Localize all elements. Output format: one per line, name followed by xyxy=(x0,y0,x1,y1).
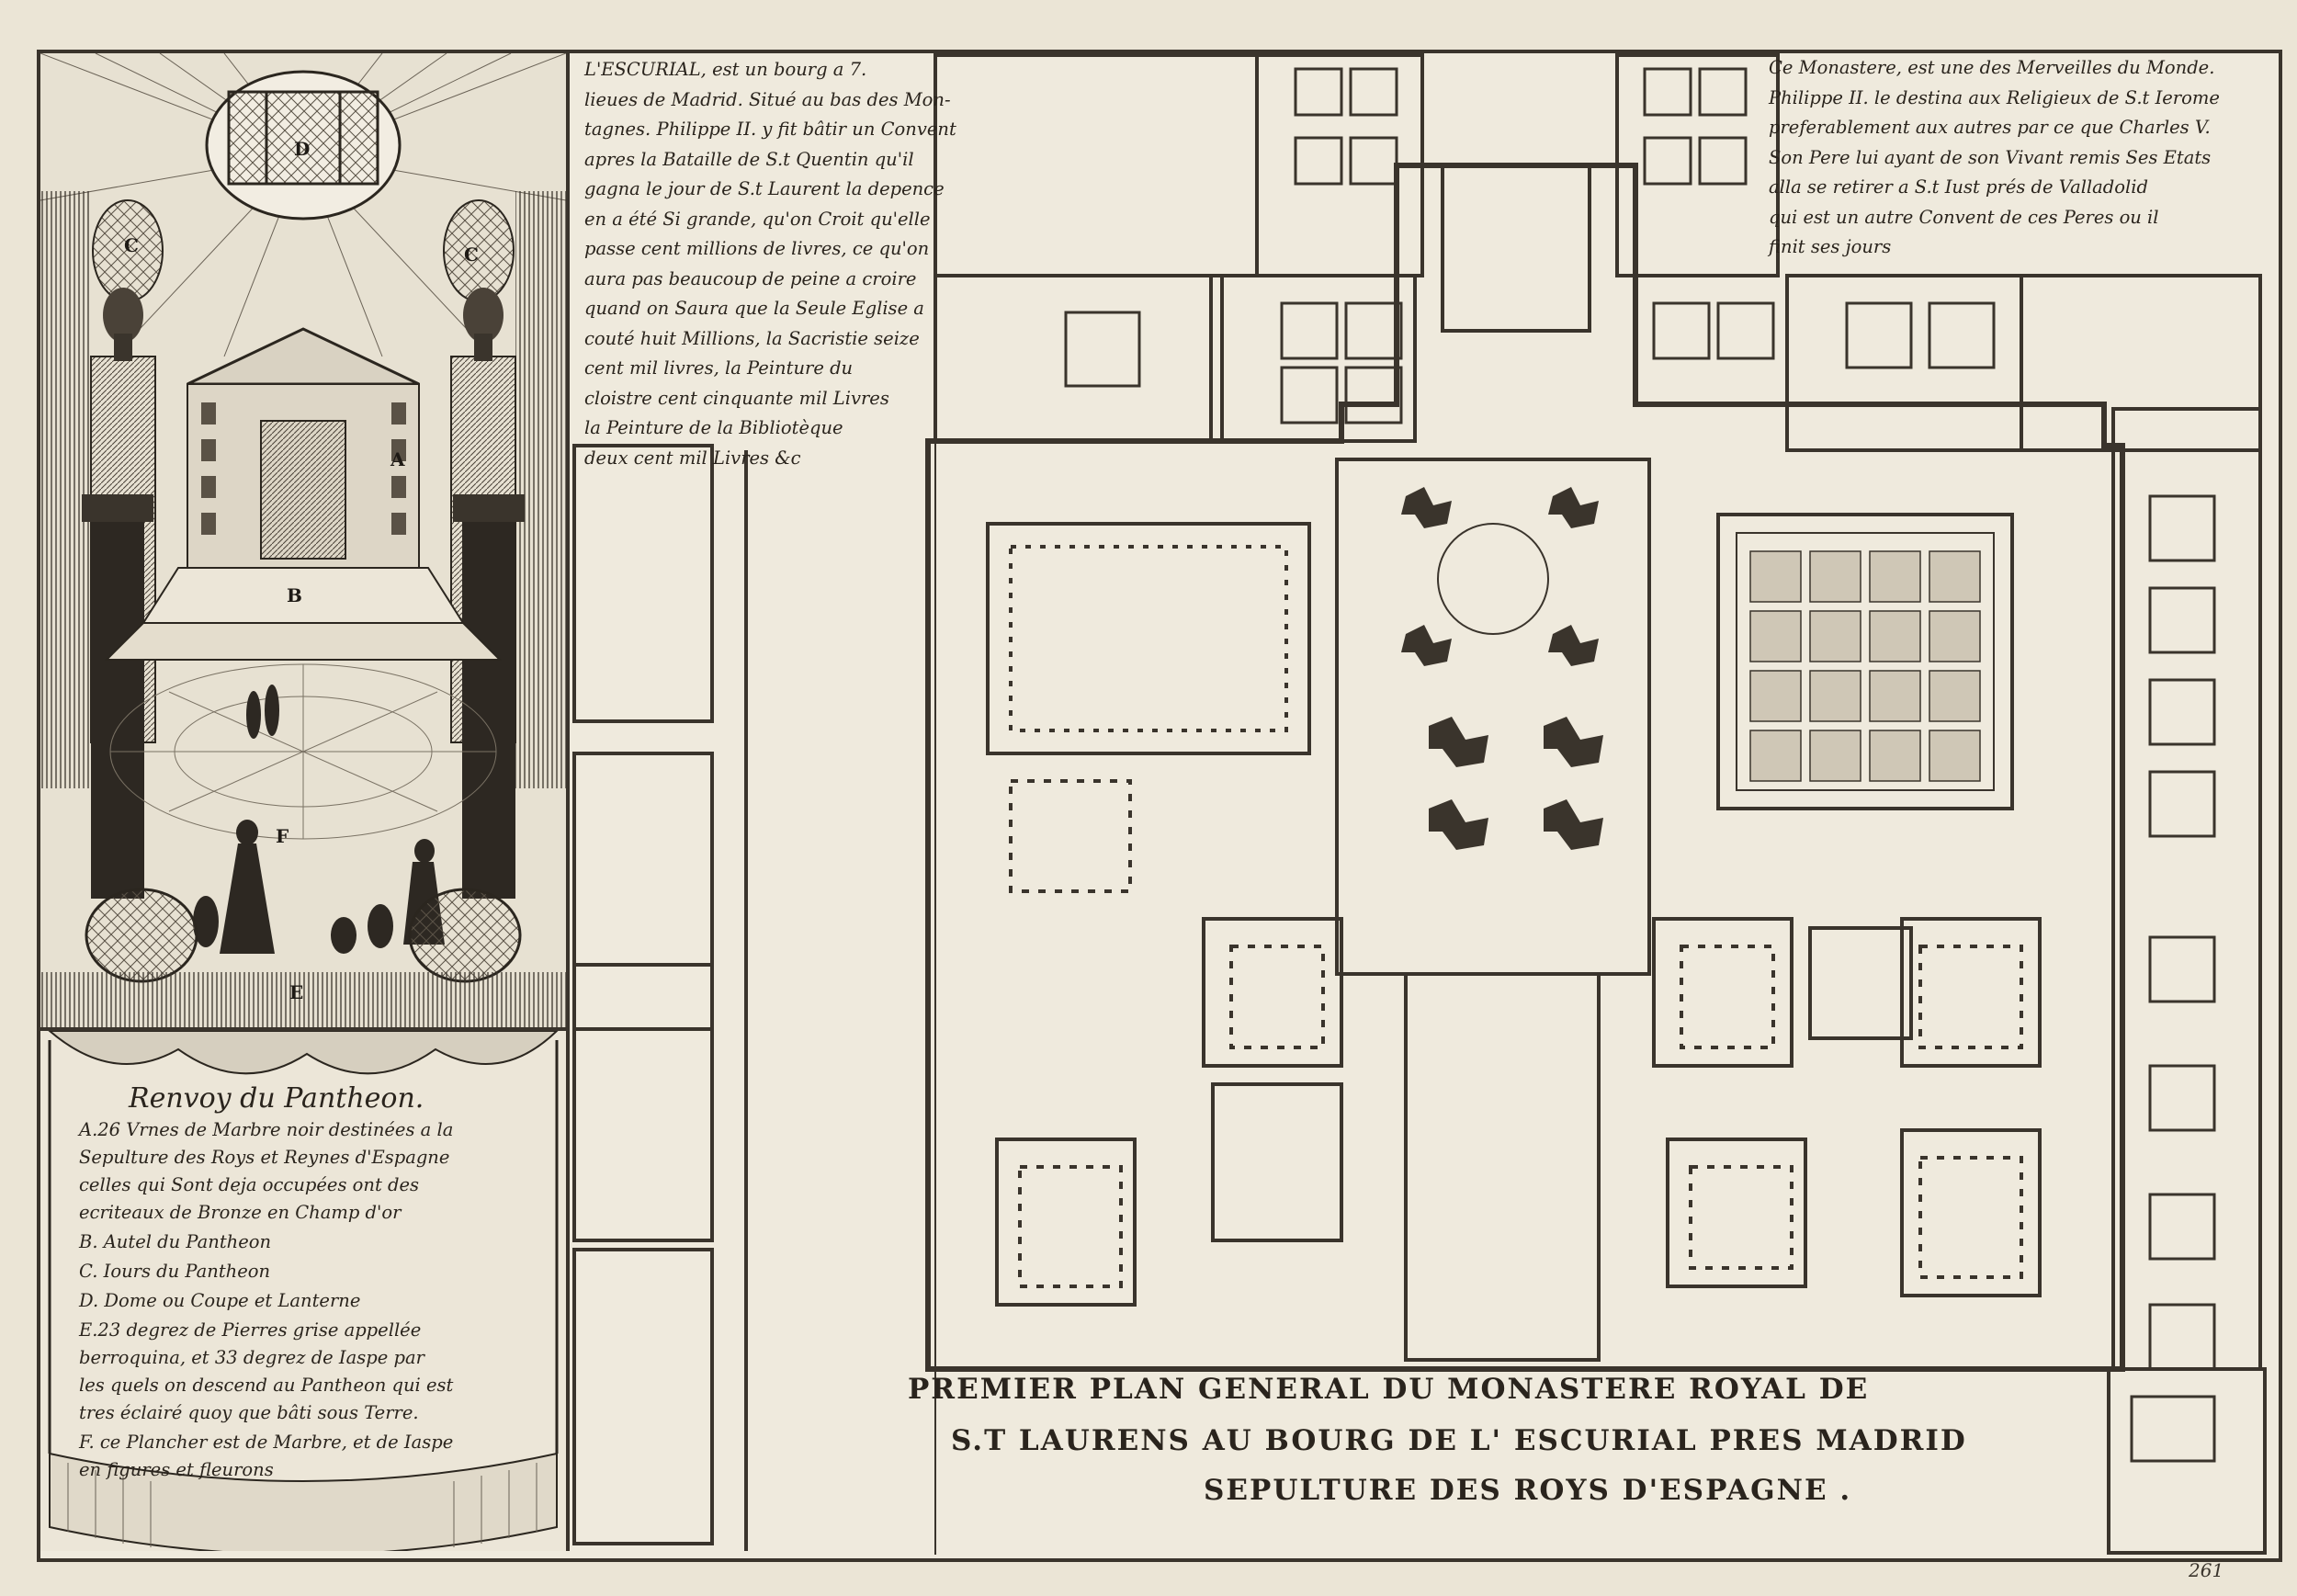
note-line: cloistre cent cinquante mil Livres xyxy=(584,387,889,409)
note-line: Ce Monastere, est une des Merveilles du … xyxy=(1769,57,2215,78)
note-line: tagnes. Philippe II. y fit bâtir un Conv… xyxy=(584,119,956,140)
note-line: L'ESCURIAL, est un bourg a 7. xyxy=(584,59,867,80)
legend-line: en figures et fleurons xyxy=(79,1459,274,1480)
title-line-3: SEPULTURE DES ROYS D'ESPAGNE . xyxy=(1204,1474,1852,1507)
note-line: preferablement aux autres par ce que Cha… xyxy=(1769,117,2211,138)
note-line: Philippe II. le destina aux Religieux de… xyxy=(1769,86,2220,108)
page-number: 261 xyxy=(2189,1559,2224,1581)
legend-line: D. Dome ou Coupe et Lanterne xyxy=(79,1290,361,1311)
pantheon-illustration xyxy=(40,53,566,1027)
note-monastere: Ce Monastere, est une des Merveilles du … xyxy=(1769,53,2220,263)
note-line: passe cent millions de livres, ce qu'on xyxy=(584,238,930,259)
engraving-letter-f: F xyxy=(276,825,289,847)
legend-line: F. ce Plancher est de Marbre, et de Iasp… xyxy=(79,1432,454,1453)
note-line: gagna le jour de S.t Laurent la depence xyxy=(584,178,945,199)
engraving-letter-c-left: C xyxy=(124,234,139,256)
legend-line: tres éclairé quoy que bâti sous Terre. xyxy=(79,1402,419,1423)
legend-line: Sepulture des Roys et Reynes d'Espagne xyxy=(79,1147,450,1168)
note-line: alla se retirer a S.t Iust prés de Valla… xyxy=(1769,176,2148,198)
legend-line: E.23 degrez de Pierres grise appellée xyxy=(79,1319,422,1341)
engraving-letter-e: E xyxy=(289,981,304,1003)
note-line: apres la Bataille de S.t Quentin qu'il xyxy=(584,148,914,170)
note-line: cent mil livres, la Peinture du xyxy=(584,357,854,379)
note-line: en a été Si grande, qu'on Croit qu'elle xyxy=(584,208,931,230)
note-line: la Peinture de la Bibliotèque xyxy=(584,417,843,438)
legend-line: ecriteaux de Bronze en Champ d'or xyxy=(79,1202,402,1223)
note-line: Son Pere lui ayant de son Vivant remis S… xyxy=(1769,146,2212,168)
title-line-1: PREMIER PLAN GENERAL DU MONASTERE ROYAL … xyxy=(908,1373,1870,1406)
note-line: quand on Saura que la Seule Eglise a xyxy=(584,298,924,319)
legend-line: berroquina, et 33 degrez de Iaspe par xyxy=(79,1347,424,1368)
legend-panel xyxy=(40,1031,570,1551)
legend-line: les quels on descend au Pantheon qui est xyxy=(79,1375,454,1396)
note-escurial: L'ESCURIAL, est un bourg a 7. lieues de … xyxy=(584,55,956,473)
pantheon-engraving xyxy=(40,53,570,1031)
legend-line: A.26 Vrnes de Marbre noir destinées a la xyxy=(79,1119,454,1140)
title-line-2: S.T LAURENS AU BOURG DE L' ESCURIAL PRES… xyxy=(951,1424,1967,1457)
legend-line: B. Autel du Pantheon xyxy=(79,1231,272,1252)
drapery-illustration xyxy=(40,1031,566,1551)
note-line: aura pas beaucoup de peine a croire xyxy=(584,267,917,289)
engraving-letter-b: B xyxy=(287,584,302,606)
legend-line: C. Iours du Pantheon xyxy=(79,1261,271,1282)
note-line: couté huit Millions, la Sacristie seize xyxy=(584,327,920,349)
note-line: qui est un autre Convent de ces Peres ou… xyxy=(1769,206,2159,228)
engraving-letter-c-right: C xyxy=(464,243,479,266)
engraving-letter-d: D xyxy=(294,138,311,160)
engraving-letter-a: A xyxy=(390,448,405,470)
note-line: lieues de Madrid. Situé au bas des Mon- xyxy=(584,88,951,110)
note-line: finit ses jours xyxy=(1769,236,1892,257)
legend-line: celles qui Sont deja occupées ont des xyxy=(79,1174,420,1195)
note-line: deux cent mil Livres &c xyxy=(584,447,801,469)
legend-title: Renvoy du Pantheon. xyxy=(129,1082,424,1115)
